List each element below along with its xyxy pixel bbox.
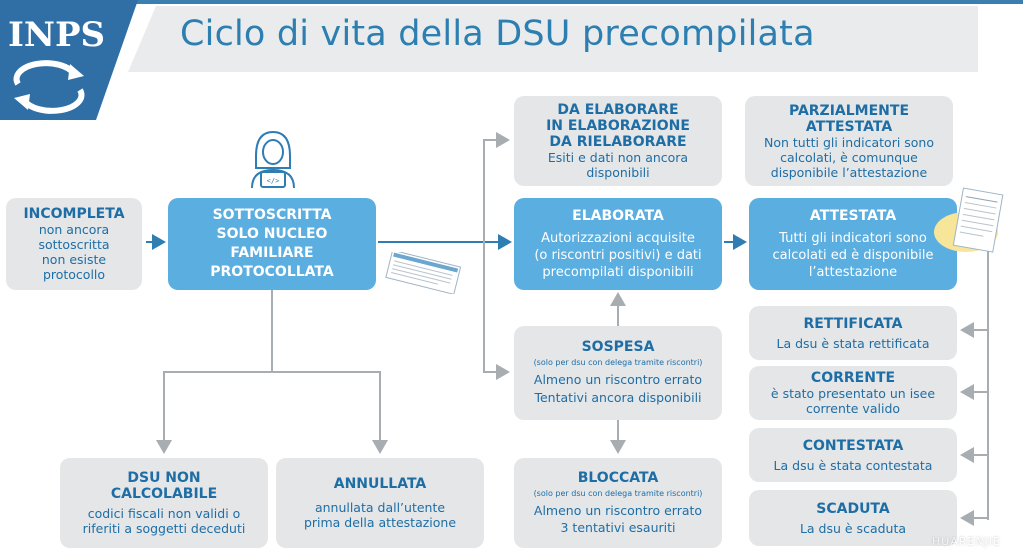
certificate-document-icon [934,187,1004,253]
contestata-title: CONTESTATA [802,437,904,454]
bloccata-note: (solo per dsu con delega tramite riscont… [533,489,703,498]
sottoscritta-line: PROTOCOLLATA [210,264,334,280]
logo-text: INPS [8,15,105,55]
sospesa-desc: Tentativi ancora disponibili [534,390,702,405]
da-elaborare-title: DA RIELABORARE [549,134,687,150]
page-title: Ciclo di vita della DSU precompilata [180,14,815,54]
da-elaborare-desc: disponibili [586,165,650,180]
parzialmente-desc: calcolati, è comunque [780,149,918,165]
corrente-desc: corrente valido [805,401,901,416]
sottoscritta-line: FAMILIARE [230,245,314,261]
corrente-title: CORRENTE [810,370,896,386]
incompleta-line: protocollo [42,267,106,282]
parzialmente-title: ATTESTATA [805,118,893,135]
sottoscritta-line: SOLO NUCLEO [216,226,328,242]
box-sospesa: SOSPESA (solo per dsu con delega tramite… [514,326,722,420]
non-calcolabile-title: CALCOLABILE [110,486,218,502]
annullata-title: ANNULLATA [333,476,427,492]
parzialmente-title: PARZIALMENTE [788,102,910,119]
elaborata-desc: (o riscontri positivi) e dati [534,247,702,263]
inps-logo: INPS [0,0,138,120]
elaborata-title: ELABORATA [572,207,664,224]
contestata-desc: La dsu è stata contestata [773,457,933,473]
parzialmente-desc: disponibile l’attestazione [770,164,928,180]
box-bloccata: BLOCCATA (solo per dsu con delega tramit… [514,458,722,548]
non-calcolabile-desc: codici fiscali non validi o [87,506,241,521]
watermark: HUARENJIE [881,502,1001,548]
annullata-desc: prima della attestazione [303,515,457,530]
incompleta-line: non ancora [38,222,110,237]
da-elaborare-title: IN ELABORAZIONE [546,118,690,134]
scaduta-title: SCADUTA [816,500,890,517]
annullata-desc: annullata dall’utente [314,500,446,515]
svg-text:</>: </> [267,177,280,185]
box-incompleta: INCOMPLETA non ancora sottoscritta non e… [6,198,142,290]
bloccata-desc: 3 tentativi esauriti [560,520,676,535]
incompleta-line: sottoscritta [38,237,110,252]
da-elaborare-title: DA ELABORARE [557,102,679,118]
box-da-elaborare: DA ELABORARE IN ELABORAZIONE DA RIELABOR… [514,96,722,186]
box-scaduta: SCADUTA La dsu è scaduta [749,490,957,546]
sottoscritta-line: SOTTOSCRITTA [212,207,332,223]
incompleta-title: INCOMPLETA [23,206,125,222]
elaborata-desc: precompilati disponibili [542,264,694,280]
non-calcolabile-desc: riferiti a soggetti deceduti [82,521,246,536]
box-rettificata: RETTIFICATA La dsu è stata rettificata [749,306,957,360]
attestata-desc: l’attestazione [808,264,898,280]
rettificata-desc: La dsu è stata rettificata [776,335,930,351]
watermark-text: HUARENJIE [931,535,1001,548]
box-dsu-non-calcolabile: DSU NON CALCOLABILE codici fiscali non v… [60,458,268,548]
box-parzialmente-attestata: PARZIALMENTE ATTESTATA Non tutti gli ind… [745,96,953,186]
attestata-title: ATTESTATA [809,207,897,224]
rettificata-title: RETTIFICATA [803,315,903,332]
parzialmente-desc: Non tutti gli indicatori sono [763,134,935,150]
box-attestata: ATTESTATA Tutti gli indicatori sono calc… [749,198,957,290]
box-elaborata: ELABORATA Autorizzazioni acquisite (o ri… [514,198,722,290]
attestata-desc: calcolati ed è disponibile [772,247,934,263]
box-sottoscritta: SOTTOSCRITTA SOLO NUCLEO FAMILIARE PROTO… [168,198,376,290]
sospesa-note: (solo per dsu con delega tramite riscont… [533,358,703,367]
bloccata-title: BLOCCATA [577,470,659,486]
incompleta-line: non esiste [41,252,107,267]
box-corrente: CORRENTE è stato presentato un isee corr… [749,366,957,420]
elaborata-desc: Autorizzazioni acquisite [541,230,695,246]
sospesa-title: SOSPESA [581,339,655,355]
da-elaborare-desc: Esiti e dati non ancora [547,150,689,165]
document-icon [385,252,462,294]
title-bar [128,6,978,72]
sospesa-desc: Almeno un riscontro errato [533,372,703,387]
box-annullata: ANNULLATA annullata dall’utente prima de… [276,458,484,548]
box-contestata: CONTESTATA La dsu è stata contestata [749,428,957,482]
non-calcolabile-title: DSU NON [127,470,201,486]
top-stripe [0,0,1023,4]
scaduta-desc: La dsu è scaduta [799,520,907,536]
corrente-desc: è stato presentato un isee [770,386,936,401]
user-laptop-icon: </> [251,130,295,189]
attestata-desc: Tutti gli indicatori sono [779,230,927,246]
bloccata-desc: Almeno un riscontro errato [533,503,703,518]
